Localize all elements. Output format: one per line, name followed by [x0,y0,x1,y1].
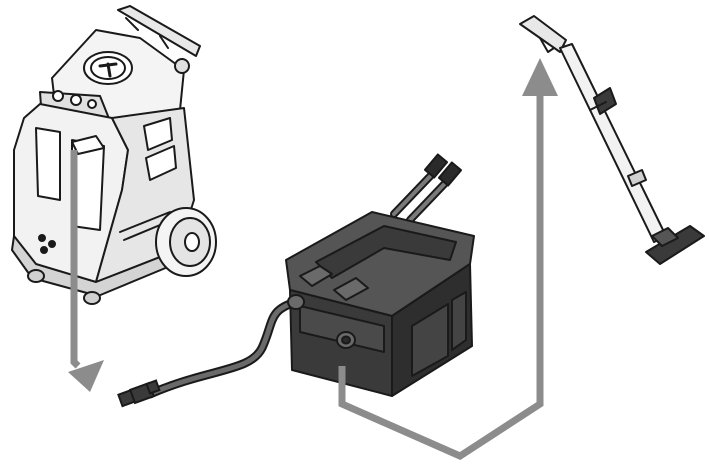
solution-hose-icon [117,297,301,408]
inline-heater-icon [285,153,475,397]
flow-arrow-down [68,150,104,392]
carpet-extractor-icon [11,5,217,305]
floor-wand-icon [519,15,705,265]
flow-arrow-up [338,58,558,460]
